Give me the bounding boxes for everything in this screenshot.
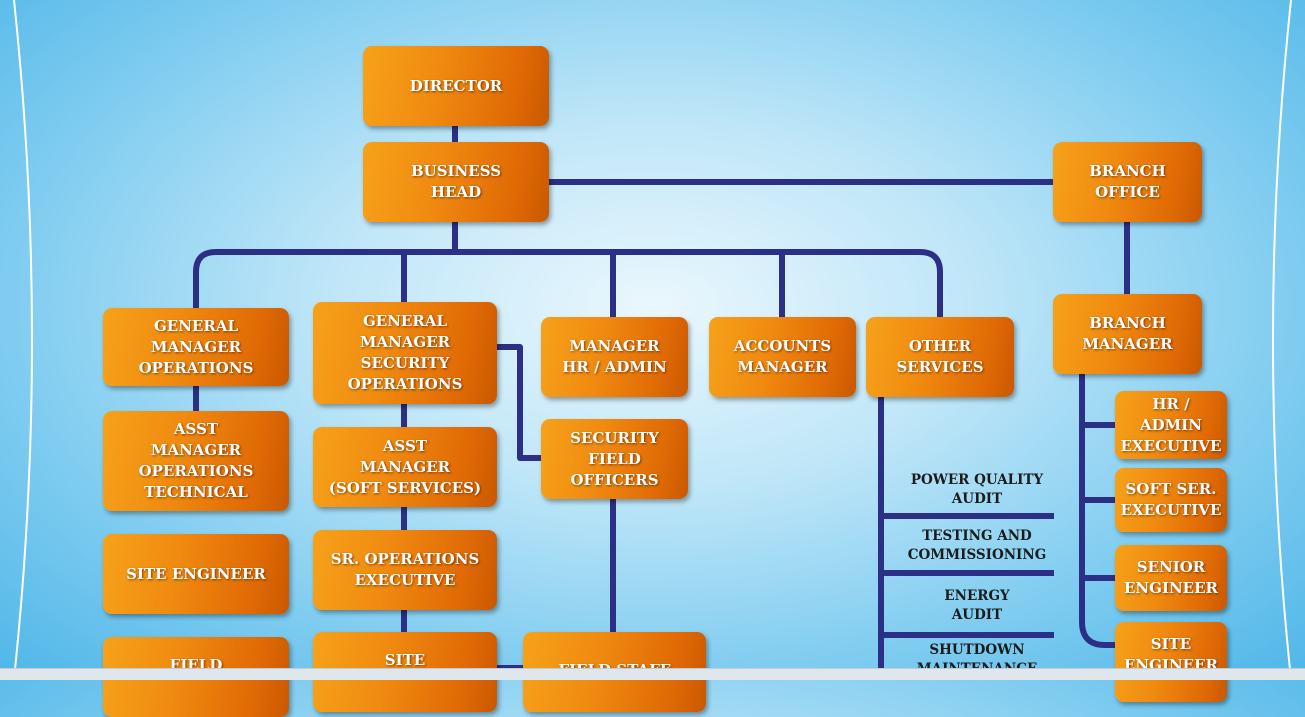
site-partial-label: SITE [384, 651, 426, 669]
connector-branch-manager-trunk [1079, 373, 1117, 648]
accounts-manager-label-2: MANAGER [737, 358, 828, 376]
connector-gm-security-to-sfo [497, 344, 541, 461]
sm-line-1: SHUTDOWN [929, 642, 1025, 658]
gm-security-label-4: OPERATIONS [347, 375, 463, 393]
site-engineer-right-box: SITE ENGINEER [1115, 622, 1227, 702]
asst-mgr-ops-label-1: ASST [173, 420, 219, 438]
bottom-scroll-bar [0, 668, 1305, 680]
sfo-label-2: FIELD [588, 449, 641, 468]
asst-mgr-ops-label-2: MANAGER [150, 441, 242, 459]
site-engineer-left-label: SITE ENGINEER [126, 564, 266, 583]
other-services-label-2: SERVICES [896, 358, 984, 376]
hr-exec-label-2: ADMIN [1140, 415, 1202, 434]
business-head-label-2: HEAD [430, 183, 482, 201]
soft-ser-label-1: SOFT SER. [1125, 480, 1217, 498]
connector-lines [193, 125, 1130, 679]
asst-manager-soft-services-box: ASST MANAGER (SOFT SERVICES) [313, 427, 497, 507]
gm-operations-label-3: OPERATIONS [138, 358, 254, 377]
asst-mgr-soft-label-1: ASST [382, 436, 428, 455]
hr-exec-label-3: EXECUTIVE [1120, 436, 1222, 455]
gm-security-operations-box: GENERAL MANAGER SECURITY OPERATIONS [313, 302, 497, 404]
branch-office-label-2: OFFICE [1095, 183, 1160, 201]
branch-manager-label-2: MANAGER [1082, 335, 1173, 353]
senior-eng-label-2: ENGINEER [1123, 579, 1218, 597]
soft-ser-executive-box: SOFT SER. EXECUTIVE [1115, 468, 1227, 532]
manager-hr-admin-box: MANAGER HR / ADMIN [541, 317, 688, 397]
manager-hr-label-2: HR / ADMIN [562, 358, 667, 376]
branch-manager-box: BRANCH MANAGER [1053, 294, 1202, 374]
tc-line-2: COMMISSIONING [907, 547, 1047, 563]
accounts-manager-label-1: ACCOUNTS [733, 337, 832, 355]
ea-line-1: ENERGY [944, 588, 1010, 604]
hr-exec-label-1: HR / [1152, 394, 1190, 413]
director-label-1: DIRECTOR [409, 76, 503, 95]
senior-eng-label-1: SENIOR [1136, 558, 1206, 576]
pqa-line-2: AUDIT [951, 491, 1003, 507]
asst-mgr-ops-label-4: TECHNICAL [144, 483, 248, 501]
left-border-arc [13, 0, 33, 679]
sr-ops-label-2: EXECUTIVE [354, 571, 456, 589]
hr-admin-executive-box: HR / ADMIN EXECUTIVE [1115, 391, 1227, 459]
gm-operations-label-2: MANAGER [150, 337, 242, 356]
sfo-label-3: OFFICERS [570, 470, 659, 489]
business-head-label-1: BUSINESS [410, 162, 502, 180]
business-head-box: BUSINESS HEAD [363, 142, 549, 222]
sr-ops-label-1: SR. OPERATIONS [330, 550, 480, 568]
pqa-line-1: POWER QUALITY [910, 472, 1044, 488]
branch-office-box: BRANCH OFFICE [1053, 142, 1202, 222]
gm-security-label-2: MANAGER [359, 333, 451, 351]
site-engineer-left-box: SITE ENGINEER [103, 534, 289, 614]
accounts-manager-box: ACCOUNTS MANAGER [709, 317, 856, 397]
security-field-officers-box: SECURITY FIELD OFFICERS [541, 419, 688, 499]
right-border-arc [1272, 0, 1292, 679]
soft-ser-label-2: EXECUTIVE [1120, 501, 1222, 519]
connector-horizontal-bus [193, 249, 943, 317]
asst-mgr-ops-label-3: OPERATIONS [138, 462, 254, 480]
other-services-label-1: OTHER [908, 337, 972, 355]
gm-security-label-1: GENERAL [362, 312, 448, 330]
asst-mgr-soft-label-3: (SOFT SERVICES) [328, 478, 482, 497]
ea-line-2: AUDIT [951, 607, 1003, 623]
sr-operations-executive-box: SR. OPERATIONS EXECUTIVE [313, 530, 497, 610]
other-services-box: OTHER SERVICES [866, 317, 1014, 397]
senior-engineer-box: SENIOR ENGINEER [1115, 545, 1227, 611]
gm-security-label-3: SECURITY [360, 354, 450, 372]
org-chart-diagram [13, 0, 1292, 679]
energy-audit-label: ENERGY AUDIT [897, 587, 1057, 625]
branch-manager-label-1: BRANCH [1089, 314, 1166, 332]
manager-hr-label-1: MANAGER [569, 337, 660, 355]
branch-office-label-1: BRANCH [1089, 162, 1166, 180]
tc-line-1: TESTING AND [922, 528, 1032, 544]
site-eng-right-label-1: SITE [1150, 635, 1192, 653]
testing-commissioning-label: TESTING AND COMMISSIONING [897, 527, 1057, 565]
asst-mgr-soft-label-2: MANAGER [359, 457, 451, 476]
gm-operations-label-1: GENERAL [153, 316, 239, 335]
asst-manager-operations-technical-box: ASST MANAGER OPERATIONS TECHNICAL [103, 411, 289, 511]
director-box: DIRECTOR [363, 46, 549, 126]
power-quality-audit-label: POWER QUALITY AUDIT [897, 471, 1057, 509]
gm-operations-box: GENERAL MANAGER OPERATIONS [103, 308, 289, 386]
sfo-label-1: SECURITY [570, 428, 659, 447]
